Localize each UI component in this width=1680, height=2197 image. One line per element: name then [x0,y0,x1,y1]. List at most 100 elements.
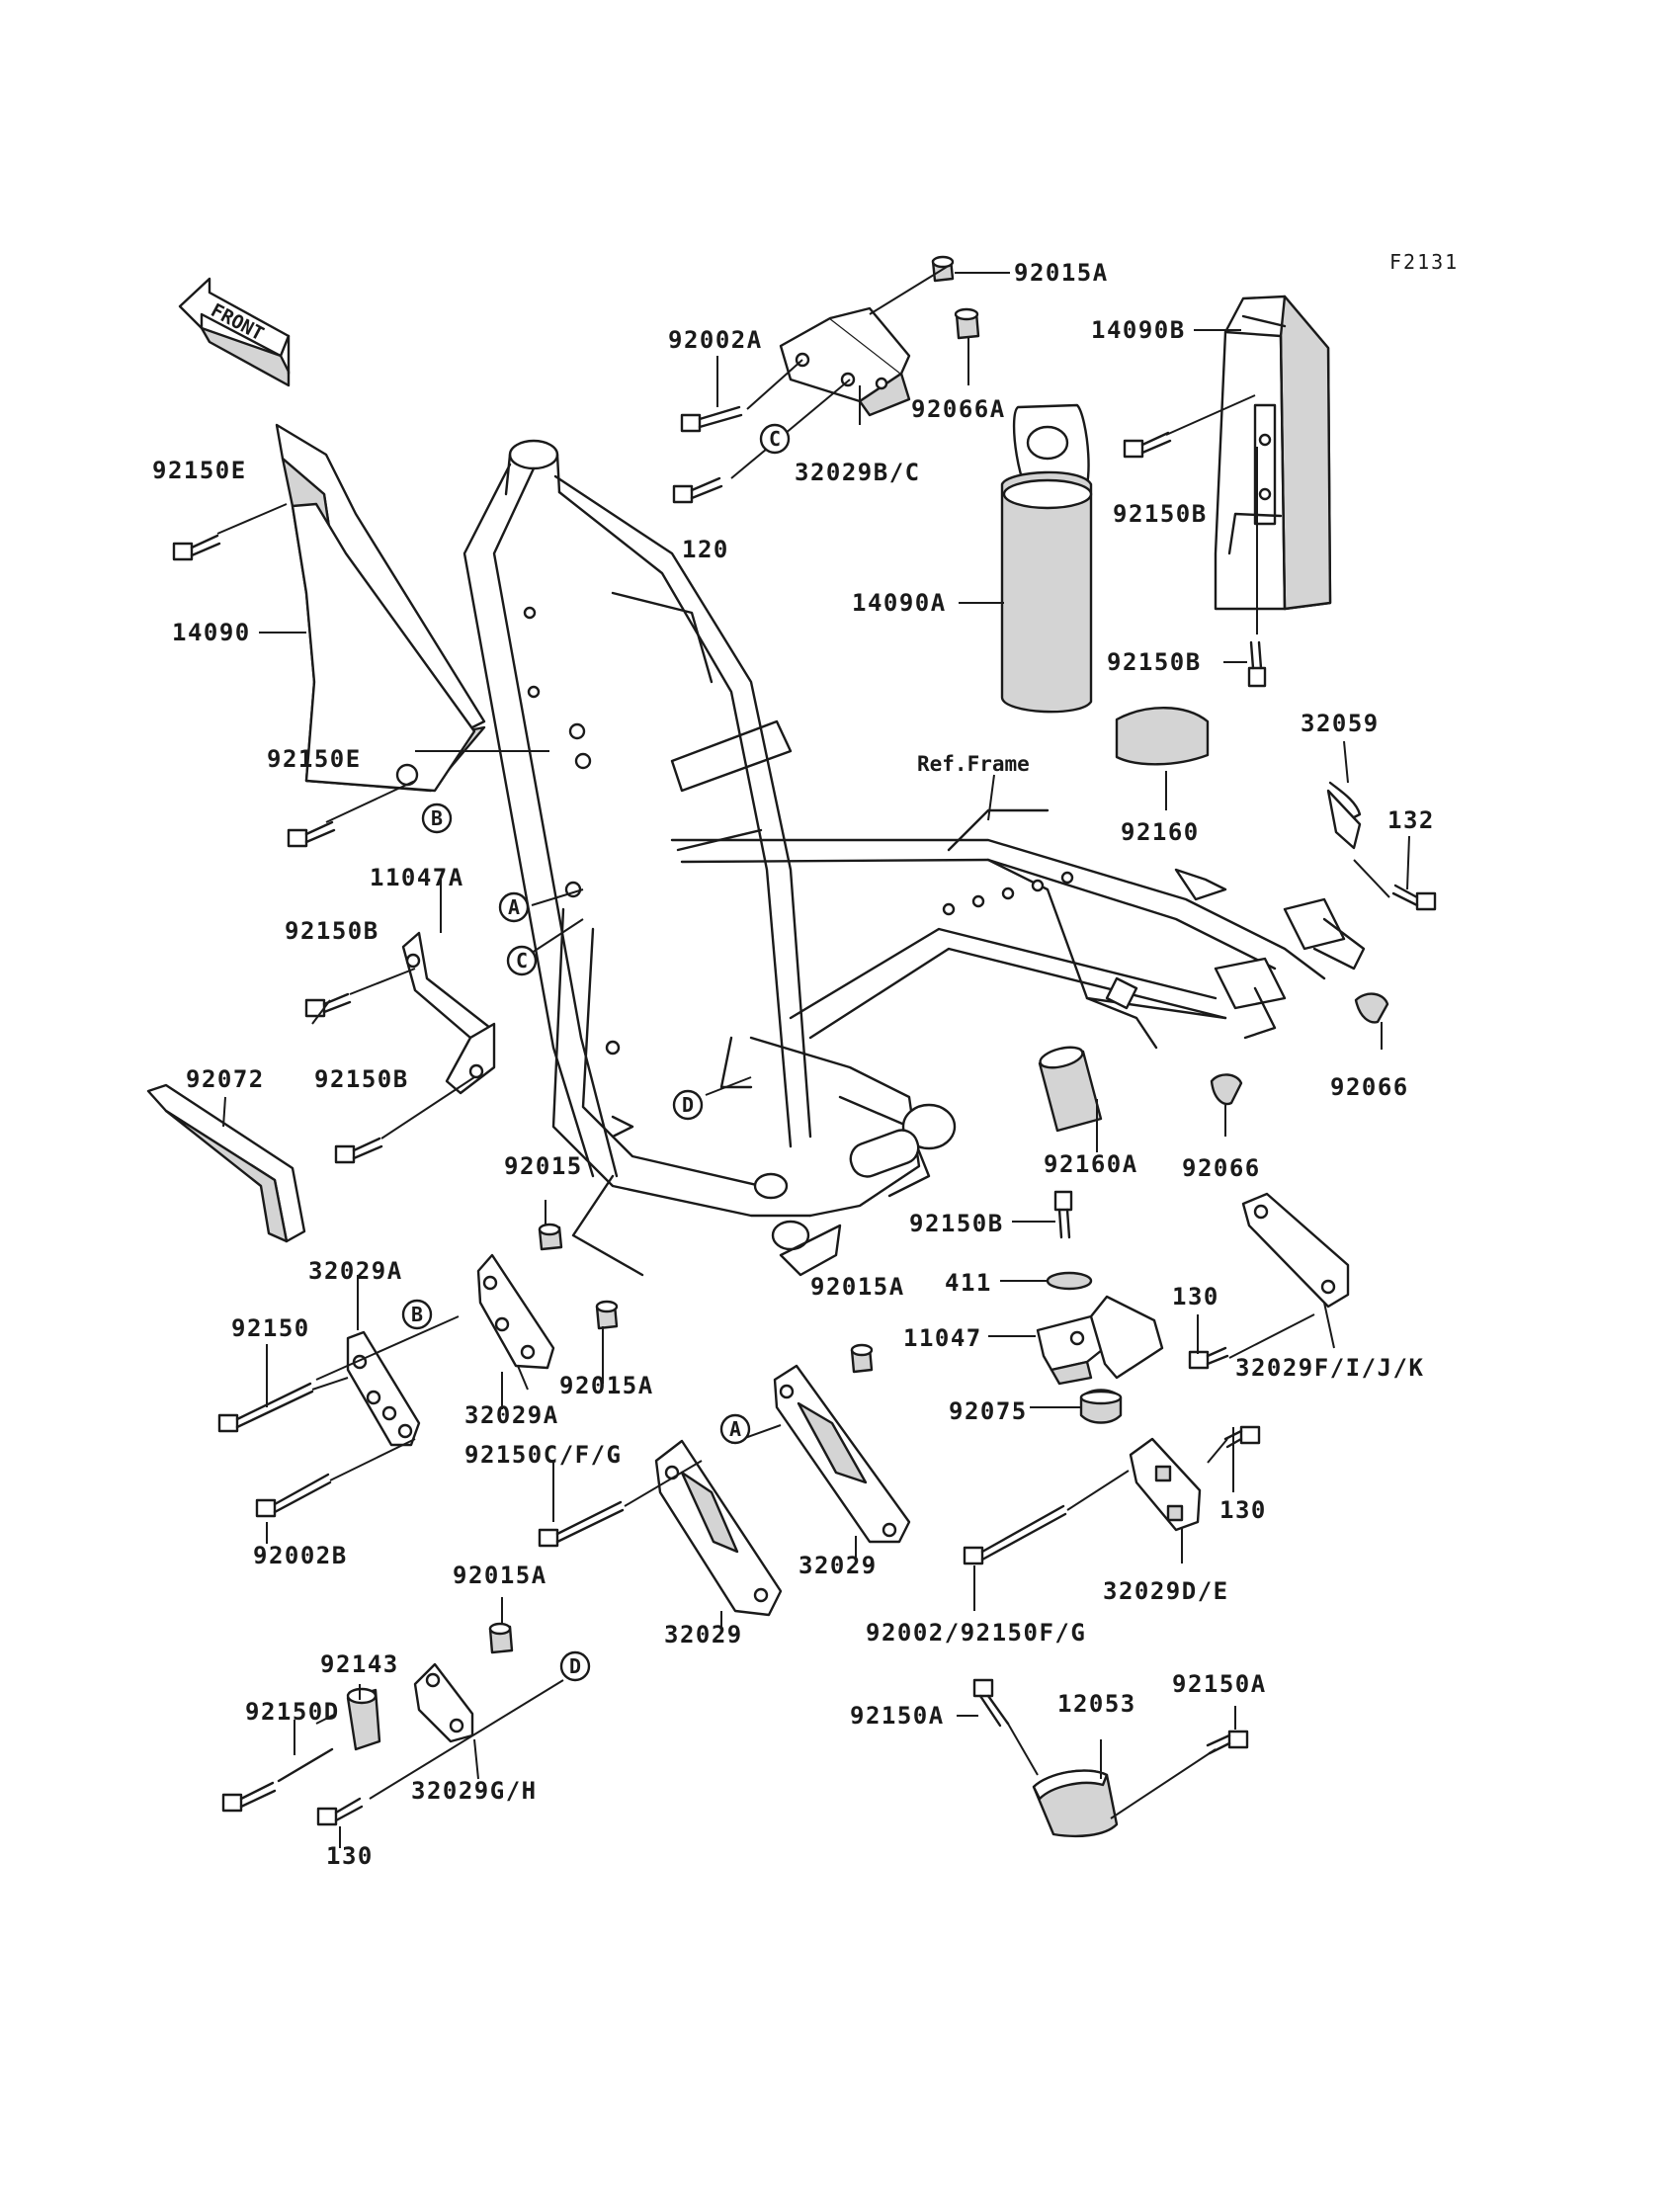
bolt-120-icon [672,476,723,504]
leader-lines [216,266,1410,1848]
svg-text:B: B [431,806,443,830]
part-label: 32029 [664,1621,743,1648]
part-label: 92150A [850,1702,945,1730]
part-label: 32029G/H [411,1777,538,1805]
bolt-130-b-icon [1223,1425,1261,1449]
svg-text:D: D [569,1654,581,1678]
bolt-92150b-icon [1123,431,1172,459]
plate-32029gh [413,1662,474,1743]
bolt-92150b-a-icon [304,992,352,1018]
guard-12053 [1032,1769,1119,1838]
damper-92160 [1115,707,1210,766]
rubber-92075-top [1079,1390,1123,1405]
bolt-92150-icon [217,1382,314,1433]
nut-92015a-b [595,1300,619,1330]
part-label: 32059 [1301,710,1380,737]
part-label: 92066A [911,395,1006,423]
part-label: 32029F/I/J/K [1235,1354,1424,1382]
part-label: 92015A [1014,259,1109,287]
bolt-92150b-b-icon [334,1137,383,1164]
bolt-92002a-icon [680,405,743,433]
part-label: 92150B [1107,648,1202,676]
part-label: 92015A [810,1273,905,1301]
washer-411 [1046,1271,1093,1291]
collar-92160a [1038,1046,1103,1133]
part-label: 92150E [152,457,247,484]
part-label: 92015A [559,1372,654,1399]
part-label: 92150B [285,917,379,945]
callout-d-lower: D [559,1650,591,1682]
callout-b-lower: B [401,1299,433,1330]
part-label: 11047 [903,1324,982,1352]
strap-92072 [146,1083,306,1243]
bolt-130-c-icon [316,1797,364,1826]
part-label: 92072 [186,1065,265,1093]
part-label: 92150B [1113,500,1208,528]
main-frame [462,439,1366,1277]
bolts [172,405,1437,1826]
plate-32029-right [773,1364,911,1544]
svg-text:D: D [682,1093,694,1117]
figure-code: F2131 [1389,250,1459,274]
callout-a-upper: A [498,891,530,923]
cap-92066b [1210,1073,1243,1106]
plate-32029fijk [1241,1192,1350,1309]
plate-32029a-mid [476,1253,555,1370]
part-label: 92075 [949,1397,1028,1425]
bolt-92150e-icon [172,534,221,561]
part-label: 92015 [504,1152,583,1180]
plate-32029-left [654,1439,783,1617]
bracket-11047a [401,931,496,1095]
part-label: 11047A [370,864,464,891]
callout-d-upper: D [672,1089,704,1121]
part-label: 14090 [172,619,251,646]
callout-c-top: C [759,423,791,455]
nut-92015a-c [850,1343,874,1374]
nut-92015a-d [488,1622,514,1654]
cap-92066 [1354,992,1389,1024]
collar-92143 [346,1687,381,1751]
part-label: 12053 [1057,1690,1136,1718]
bolt-92150b-vert-icon [1247,640,1267,688]
shock-cover-14090a [1000,403,1093,714]
bolt-92002b-icon [255,1473,332,1518]
part-label: 32029 [798,1552,878,1579]
bracket-14090b [1214,295,1332,611]
bolt-92150b-c-icon [1053,1190,1073,1239]
bolt-92150a-a-icon [972,1678,1010,1728]
part-label: 130 [326,1842,374,1870]
front-arrow-icon: FRONT [178,277,291,387]
side-cover-14090 [275,423,486,793]
ref-frame-label: Ref.Frame [917,752,1030,776]
part-label: 92002A [668,326,763,354]
part-label: 92143 [320,1650,399,1678]
part-label: 130 [1172,1283,1219,1310]
part-label: 92150B [909,1210,1004,1237]
part-label: 92160 [1121,818,1200,846]
nut-92015 [538,1223,563,1251]
bracket-11047 [1036,1295,1164,1386]
callouts: A B C D C B A D [401,423,791,1682]
bolt-92150e-lower-icon [287,820,336,848]
bolt-92150d-icon [221,1747,334,1813]
svg-text:C: C [516,949,528,972]
svg-text:B: B [411,1303,423,1326]
part-label: 92150E [267,745,362,773]
plate-32029bc [779,306,911,417]
callout-b-upper: B [421,803,453,834]
part-label: 92066 [1330,1073,1409,1101]
plate-32029de [1129,1437,1202,1532]
part-label: 132 [1387,806,1435,834]
part-label: 14090A [852,589,947,617]
callout-c-upper: C [506,945,538,976]
part-label: 92150C/F/G [464,1441,623,1469]
part-labels: 92015A 92002A 92066A 14090B 32029B/C 120… [152,259,1435,1870]
part-label: 32029B/C [795,459,921,486]
bolt-92002-92150fg-icon [963,1504,1067,1565]
part-label: 92066 [1182,1154,1261,1182]
part-label: 92150A [1172,1670,1267,1698]
svg-text:A: A [729,1417,741,1441]
bolt-132-icon [1391,884,1437,911]
